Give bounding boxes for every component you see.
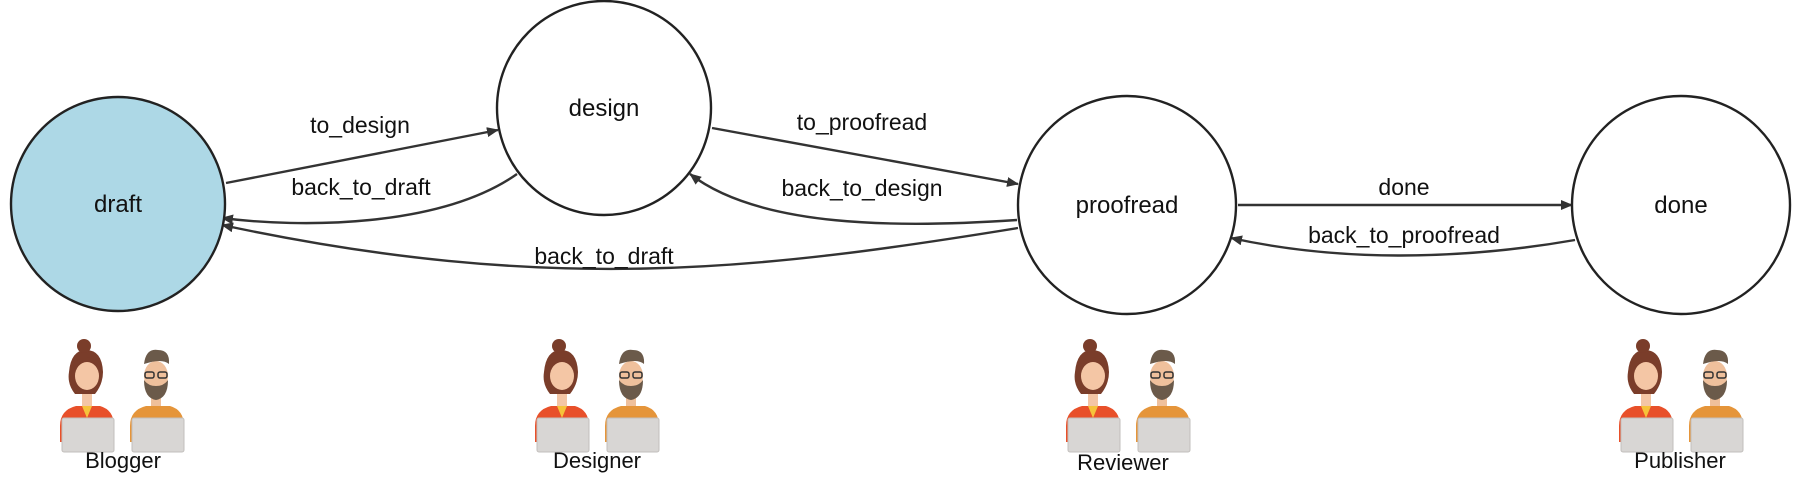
state-done <box>1570 94 1792 316</box>
state-label-draft: draft <box>94 191 142 218</box>
people-pair-icon <box>1618 338 1744 453</box>
state-design <box>495 0 713 217</box>
edge-label-done: done <box>1378 174 1429 200</box>
edge-label-back-to-design: back_to_design <box>781 175 942 201</box>
edge-draft-to-design <box>225 127 499 185</box>
people-pair-icon <box>1065 338 1191 453</box>
state-label-done: done <box>1654 192 1707 219</box>
state-proofread <box>1016 94 1238 316</box>
role-label-reviewer: Reviewer <box>1077 450 1169 475</box>
role-label-designer: Designer <box>553 448 641 473</box>
edge-proofread-to-draft <box>221 222 1019 271</box>
role-label-publisher: Publisher <box>1634 448 1726 473</box>
edge-design-to-draft <box>221 173 518 225</box>
edge-label-to-proofread: to_proofread <box>797 109 927 135</box>
edge-label-to-design: to_design <box>310 112 410 138</box>
state-draft <box>9 95 227 313</box>
people-pair-icon <box>59 338 185 453</box>
edge-label-back-to-draft: back_to_draft <box>291 174 431 200</box>
edge-done-to-proofread <box>1230 235 1576 257</box>
edge-proofread-to-design <box>689 173 1018 226</box>
state-label-proofread: proofread <box>1076 192 1179 219</box>
state-label-design: design <box>569 95 640 122</box>
role-label-blogger: Blogger <box>85 448 161 473</box>
edge-label-back-to-draft: back_to_draft <box>534 243 674 269</box>
edge-label-back-to-proofread: back_to_proofread <box>1308 222 1500 248</box>
people-pair-icon <box>534 338 660 453</box>
edge-design-to-proofread <box>711 126 1019 187</box>
